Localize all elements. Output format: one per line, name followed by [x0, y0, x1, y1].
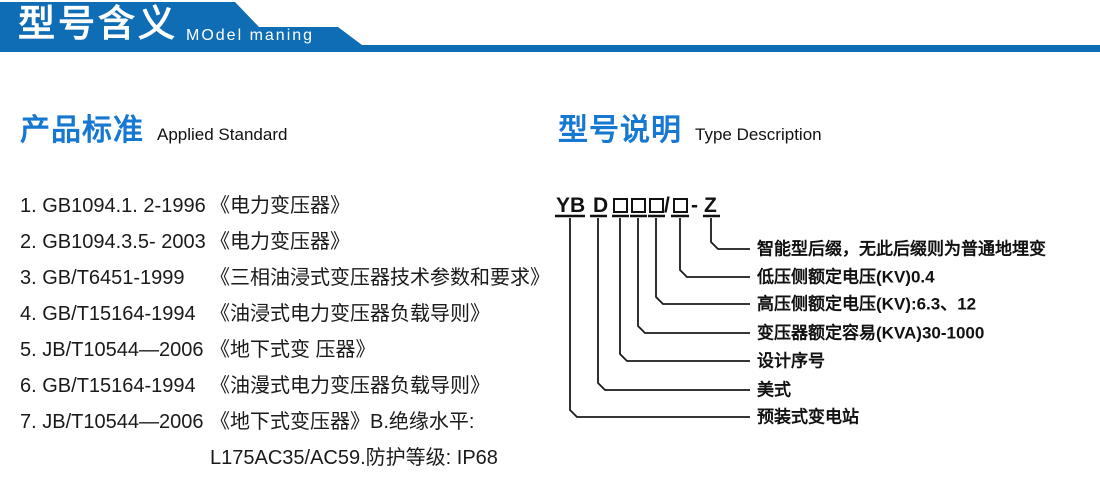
standard-title: 《油漫式电力变压器负载导则》 — [210, 375, 490, 397]
standard-item: 5. JB/T10544—2006 《地下式变 压器》 — [20, 332, 560, 368]
standard-code: 7. JB/T10544—2006 — [20, 411, 204, 433]
model-code-box-3 — [649, 198, 664, 213]
model-code-slash: / — [664, 194, 670, 217]
model-label-prefab-station: 预装式变电站 — [757, 407, 859, 427]
model-code-box-1 — [613, 198, 628, 213]
model-designation-diagram: YB D / - Z 智能型后缀，无此后缀则为普 — [545, 185, 1100, 455]
standard-code: 3. GB/T6451-1999 — [20, 267, 185, 289]
type-description-heading: 型号说明 Type Description — [558, 105, 822, 149]
model-code-box-4 — [673, 198, 688, 213]
standard-code: 4. GB/T15164-1994 — [20, 303, 196, 325]
type-description-heading-en: Type Description — [695, 125, 822, 144]
standard-title: 《地下式变压器》B.绝缘水平: — [210, 411, 475, 433]
standard-item: 4. GB/T15164-1994 《油浸式电力变压器负载导则》 — [20, 296, 560, 332]
model-label-lv-voltage: 低压侧额定电压(KV)0.4 — [756, 267, 935, 287]
standard-title: 《油浸式电力变压器负载导则》 — [210, 303, 490, 325]
model-code-dash: - — [691, 194, 698, 217]
standard-code: 5. JB/T10544—2006 — [20, 339, 204, 361]
model-diagram-svg: YB D / - Z 智能型后缀，无此后缀则为普 — [555, 194, 1046, 427]
model-label-american-style: 美式 — [757, 380, 791, 400]
applied-standard-heading-zh: 产品标准 — [20, 114, 144, 147]
standard-item-continuation: L175AC35/AC59.防护等级: IP68 — [20, 440, 560, 476]
model-label-suffix: 智能型后缀，无此后缀则为普通地埋变 — [757, 239, 1046, 259]
type-description-heading-zh: 型号说明 — [558, 114, 682, 147]
model-diagram-connectors — [569, 218, 750, 418]
standard-title: 《地下式变 压器》 — [210, 339, 376, 361]
standards-list: 1. GB1094.1. 2-1996 《电力变压器》 2. GB1094.3.… — [20, 188, 560, 476]
standard-code: 6. GB/T15164-1994 — [20, 375, 196, 397]
standard-title: 《电力变压器》 — [210, 231, 350, 253]
model-code-prefix: YB — [556, 194, 585, 217]
standard-item: 3. GB/T6451-1999 《三相油浸式变压器技术参数和要求》 — [20, 260, 560, 296]
model-code-box-2 — [631, 198, 646, 213]
standard-code: 1. GB1094.1. 2-1996 — [20, 195, 206, 217]
applied-standard-heading: 产品标准 Applied Standard — [20, 105, 287, 149]
standard-title: L175AC35/AC59.防护等级: IP68 — [210, 447, 498, 469]
banner-shape — [0, 2, 1100, 52]
standard-code: 2. GB1094.3.5- 2003 — [20, 231, 206, 253]
page-banner: 型号含义 MOdel maning — [0, 0, 1100, 54]
standard-item: 7. JB/T10544—2006 《地下式变压器》B.绝缘水平: — [20, 404, 560, 440]
standard-title: 《三相油浸式变压器技术参数和要求》 — [210, 267, 550, 289]
model-code-suffix: Z — [704, 194, 717, 217]
model-code-series: D — [593, 194, 608, 217]
banner-title: 型号含义 — [18, 3, 178, 44]
model-label-hv-voltage: 高压侧额定电压(KV):6.3、12 — [757, 294, 976, 314]
standard-item: 6. GB/T15164-1994 《油漫式电力变压器负载导则》 — [20, 368, 560, 404]
standard-title: 《电力变压器》 — [210, 195, 350, 217]
banner-subtitle: MOdel maning — [186, 27, 315, 44]
standard-code — [20, 440, 210, 476]
applied-standard-heading-en: Applied Standard — [157, 125, 288, 144]
model-label-design-serial: 设计序号 — [757, 351, 825, 371]
model-label-rated-capacity: 变压器额定容易(KVA)30-1000 — [757, 323, 984, 343]
standard-item: 2. GB1094.3.5- 2003 《电力变压器》 — [20, 224, 560, 260]
standard-item: 1. GB1094.1. 2-1996 《电力变压器》 — [20, 188, 560, 224]
